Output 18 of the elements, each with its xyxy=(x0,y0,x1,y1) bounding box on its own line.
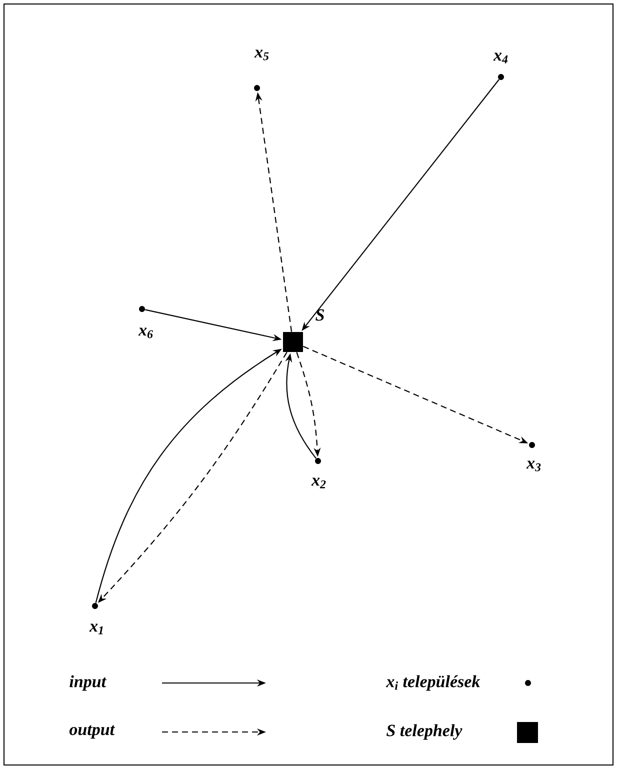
point-label: x$_{5}$ xyxy=(254,50,269,60)
point-label: x$_{4}$ xyxy=(493,52,508,64)
point-marker xyxy=(254,85,260,91)
square-marker xyxy=(283,332,303,352)
point-marker xyxy=(529,442,535,448)
point-label: x$_{2}$ xyxy=(311,478,326,488)
point-marker xyxy=(139,306,145,312)
legend-label: output xyxy=(69,725,115,739)
point-label: S xyxy=(316,309,324,321)
point-label: x$_{3}$ xyxy=(526,460,541,472)
point-marker xyxy=(92,603,98,609)
legend-label: x$_{i}$ települések xyxy=(386,675,480,691)
point-marker xyxy=(315,458,321,464)
point-label: x$_{1}$ xyxy=(89,624,103,634)
point-label: x$_{6}$ xyxy=(138,328,153,338)
point-marker xyxy=(498,74,504,80)
legend-label: S telephely xyxy=(386,724,462,740)
legend-label: input xyxy=(70,675,106,691)
